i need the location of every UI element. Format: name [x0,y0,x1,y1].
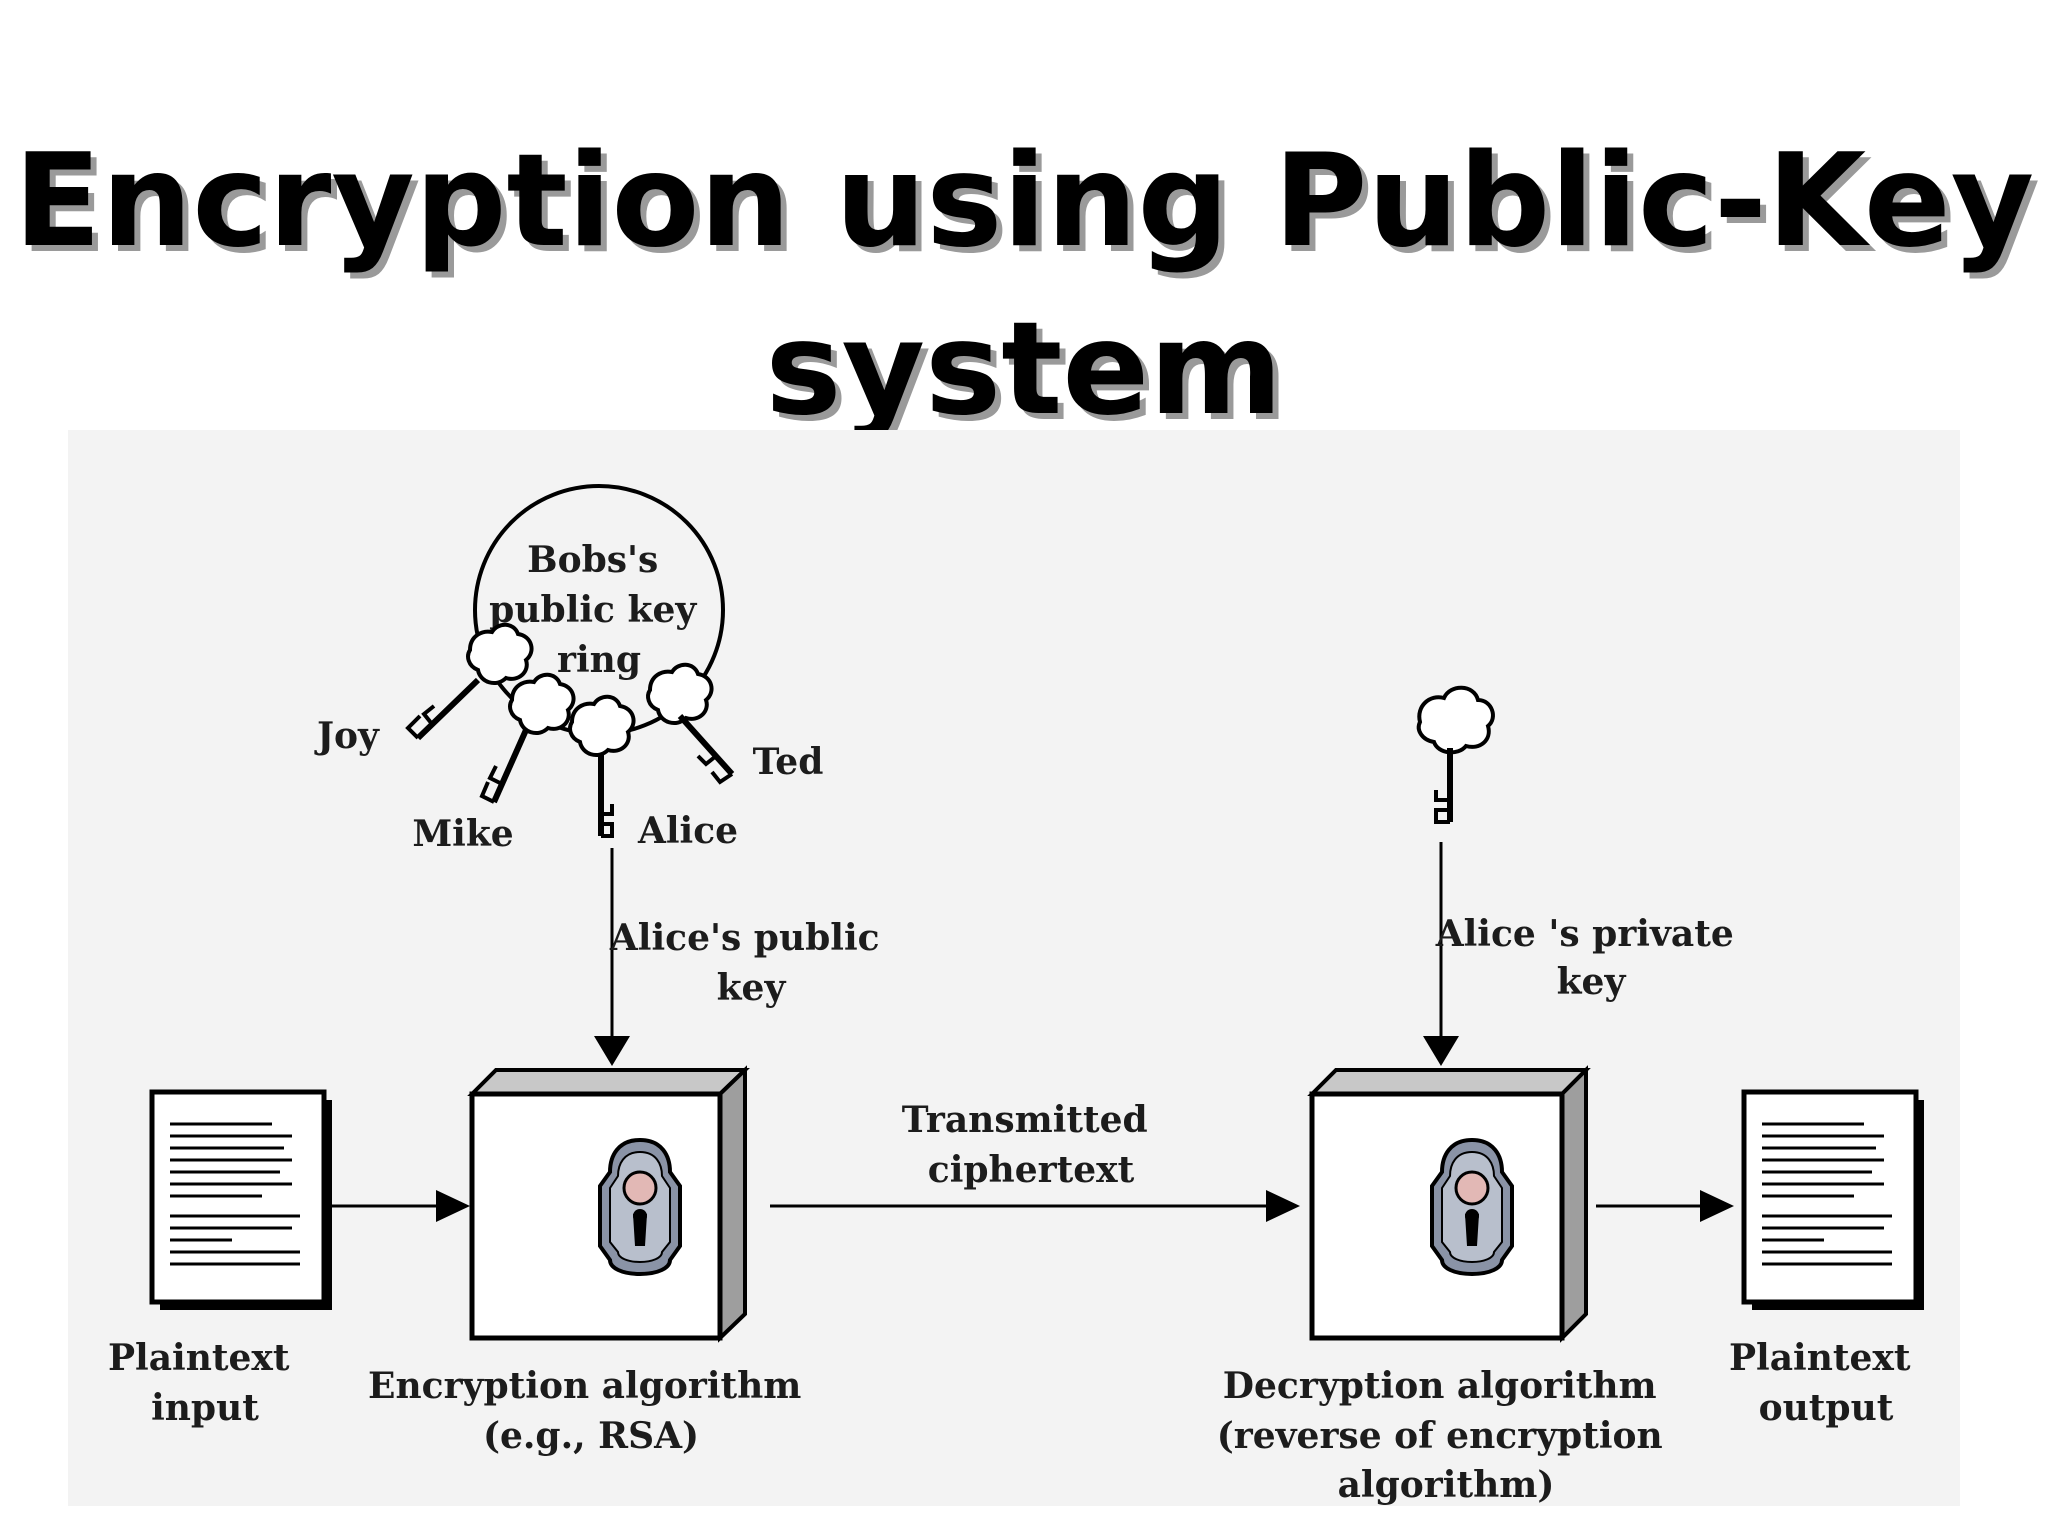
decryption-algorithm-box [1307,1065,1591,1343]
plaintext-input-label: Plaintext input [108,1337,302,1429]
slide-title-line-1: Encryption using Public-Key [13,127,2035,276]
plaintext-output-label: Plaintext output [1729,1337,1923,1429]
private-key-icon [1416,685,1495,824]
key-ring-label: Bobs's public key ring [489,539,709,681]
key-ring-label-line-1: Bobs's [527,539,658,581]
decryption-label-line-3: algorithm) [1338,1464,1555,1506]
public-key-label: Alice's public key [609,917,892,1009]
transmitted-ciphertext-label: Transmitted ciphertext [902,1099,1161,1191]
key-ring-label-line-3: ring [557,639,641,681]
private-key-label: Alice 's private key [1435,913,1747,1003]
decryption-algorithm-label: Decryption algorithm (reverse of encrypt… [1217,1365,1676,1506]
transmitted-label-line-2: ciphertext [928,1149,1135,1191]
ted-key-icon [646,662,735,785]
private-key-label-line-1: Alice 's private [1435,913,1734,955]
slide-title-line-2: system [765,295,1283,444]
input-to-encryption-arrowhead [436,1190,470,1222]
transmitted-label-line-1: Transmitted [902,1099,1148,1141]
decryption-label-line-2: (reverse of encryption [1217,1415,1663,1457]
key-label-joy: Joy [314,715,380,757]
encryption-label-line-2: (e.g., RSA) [483,1415,699,1457]
alice-key-icon [568,694,636,838]
plaintext-output-document [1741,1089,1924,1310]
key-ring-label-line-2: public key [489,589,697,631]
encryption-lock-icon [598,1138,682,1276]
plaintext-input-label-line-2: input [151,1387,259,1429]
key-label-mike: Mike [412,813,513,855]
private-key-arrowhead [1423,1036,1459,1066]
encryption-algorithm-box [467,1065,750,1343]
decryption-label-line-1: Decryption algorithm [1223,1365,1657,1407]
plaintext-output-label-line-1: Plaintext [1729,1337,1911,1379]
decryption-lock-icon [1430,1138,1514,1276]
joy-key-icon [405,622,534,741]
public-key-label-line-2: key [717,967,787,1009]
decryption-to-output-arrowhead [1700,1190,1734,1222]
encryption-algorithm-label: Encryption algorithm (e.g., RSA) [368,1365,814,1457]
private-key-label-line-2: key [1557,961,1627,1003]
mike-key-icon [479,672,576,804]
key-label-ted: Ted [753,741,824,783]
key-label-alice: Alice [637,810,738,852]
encryption-label-line-1: Encryption algorithm [368,1365,801,1407]
plaintext-input-label-line-1: Plaintext [108,1337,290,1379]
plaintext-output-label-line-2: output [1759,1387,1894,1429]
public-key-label-line-1: Alice's public [609,917,880,959]
diagram-panel [68,430,1960,1506]
public-key-arrowhead [594,1036,630,1066]
slide-title: Encryption using Public-Key system [0,118,2048,454]
plaintext-input-document [149,1089,332,1310]
ciphertext-arrowhead [1266,1190,1300,1222]
